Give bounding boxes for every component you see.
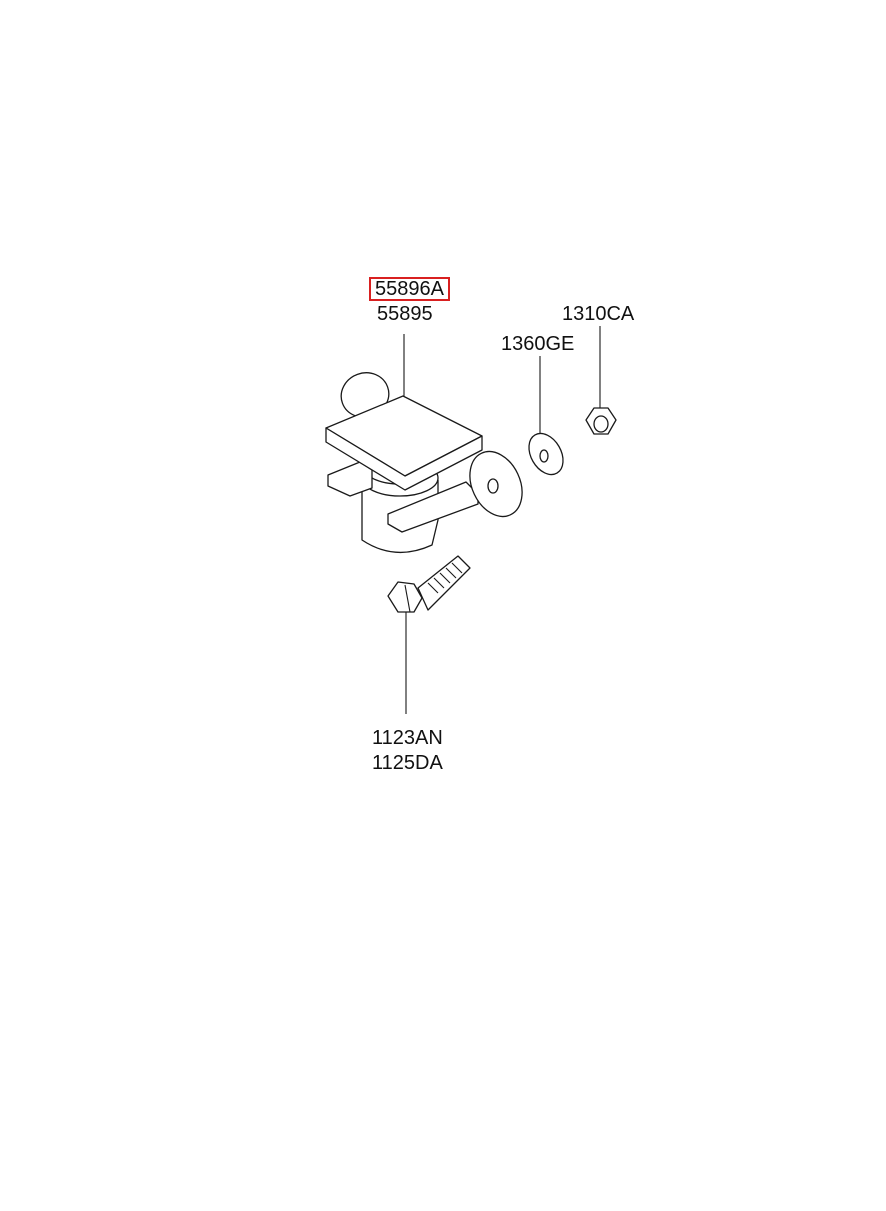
part-number-nut: 1310CA: [562, 303, 635, 325]
part-number-washer: 1360GE: [501, 333, 575, 355]
hex-bolt: [387, 555, 471, 613]
hex-nut: [585, 407, 617, 435]
washer: [528, 432, 564, 476]
spring-hanger-bracket: [325, 372, 523, 554]
part-number-bolt-2: 1125DA: [372, 752, 443, 774]
part-number-hanger-highlighted: 55896A: [369, 277, 450, 301]
part-number-hanger: 55895: [377, 303, 433, 325]
part-number-bolt-1: 1123AN: [372, 727, 443, 749]
